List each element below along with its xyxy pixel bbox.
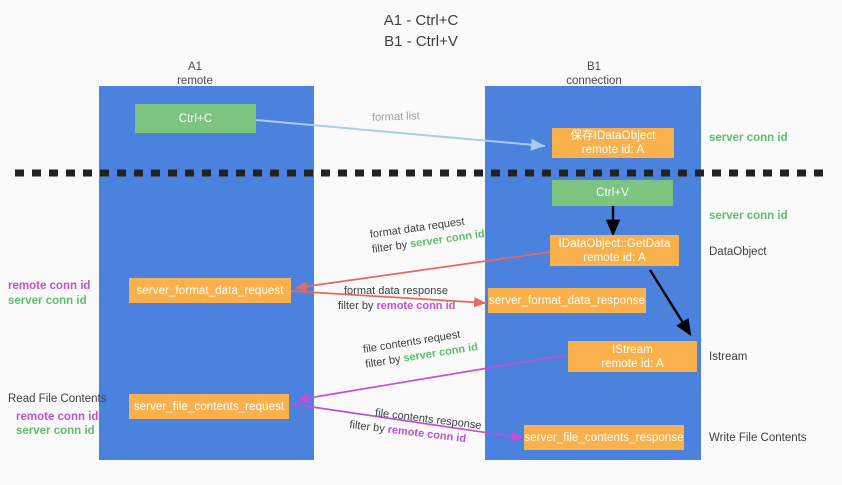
edge-label-format-data-response-line2: filter by remote conn id	[338, 299, 455, 314]
column-header-a1-name: A1	[187, 61, 203, 73]
box-istream[interactable]: IStream remote id: A	[568, 341, 697, 372]
left-label-remote-conn-1: remote conn id	[8, 280, 91, 292]
box-server-format-data-response-label: server_format_data_response	[488, 294, 646, 307]
box-getdata[interactable]: IDataObject::GetData remote id: A	[550, 235, 679, 266]
filter-prefix: filter by	[364, 352, 405, 371]
edge-label-file-contents-response: file contents response filter by remote …	[349, 406, 482, 449]
box-save-idataobject-line2: remote id: A	[581, 144, 645, 156]
box-getdata-line2: remote id: A	[583, 251, 646, 264]
box-server-format-data-request[interactable]: server_format_data_request	[129, 278, 291, 303]
edge-label-format-data-request: format data request filter by server con…	[369, 212, 486, 258]
right-label-istream: Istream	[709, 351, 748, 363]
box-save-idataobject[interactable]: 保存IDataObject remote id: A	[552, 128, 674, 158]
column-header-a1-sub: remote	[177, 75, 213, 87]
edge-label-format-data-response-line1: format data response	[344, 285, 448, 297]
page-title: A1 - Ctrl+C B1 - Ctrl+V	[383, 12, 459, 50]
filter-prefix: filter by	[348, 418, 389, 436]
right-label-server-conn-1: server conn id	[709, 132, 788, 144]
box-ctrl-c[interactable]: Ctrl+C	[135, 104, 256, 133]
right-label-write-file-contents: Write File Contents	[709, 432, 807, 444]
right-label-server-conn-2: server conn id	[709, 210, 788, 222]
box-server-format-data-request-label: server_format_data_request	[136, 284, 284, 297]
filter-conn-remote: remote conn id	[376, 300, 456, 312]
left-label-server-conn-1: server conn id	[8, 295, 87, 307]
box-ctrl-v-label: Ctrl+V	[596, 187, 629, 199]
left-label-read-file-contents: Read File Contents	[8, 393, 107, 405]
left-label-server-conn-2: server conn id	[16, 425, 95, 437]
right-label-data-object: DataObject	[709, 246, 767, 258]
box-server-file-contents-request[interactable]: server_file_contents_request	[129, 394, 289, 419]
left-label-remote-conn-2: remote conn id	[16, 411, 99, 423]
filter-prefix: filter by	[371, 238, 412, 256]
column-header-a1: A1 remote	[95, 60, 295, 88]
column-header-b1-sub: connection	[566, 75, 622, 87]
box-server-format-data-response[interactable]: server_format_data_response	[488, 288, 646, 313]
box-ctrl-c-label: Ctrl+C	[178, 112, 213, 125]
box-save-idataobject-line1: 保存IDataObject	[570, 130, 656, 142]
column-header-b1-name: B1	[586, 61, 602, 73]
box-server-file-contents-response[interactable]: server_file_contents_response	[524, 425, 684, 450]
box-istream-line2: remote id: A	[601, 357, 664, 370]
box-istream-line1: IStream	[612, 343, 653, 356]
box-server-file-contents-request-label: server_file_contents_request	[133, 400, 285, 413]
edge-label-format-data-response: format data response filter by remote co…	[338, 284, 455, 314]
column-header-b1: B1 connection	[494, 60, 694, 88]
box-getdata-line1: IDataObject::GetData	[558, 237, 671, 250]
edge-label-format-list: format list	[371, 110, 420, 124]
filter-prefix: filter by	[338, 300, 377, 312]
box-ctrl-v[interactable]: Ctrl+V	[552, 180, 673, 206]
edge-label-file-contents-request: file contents request filter by server c…	[362, 325, 479, 372]
box-server-file-contents-response-label: server_file_contents_response	[524, 431, 684, 444]
